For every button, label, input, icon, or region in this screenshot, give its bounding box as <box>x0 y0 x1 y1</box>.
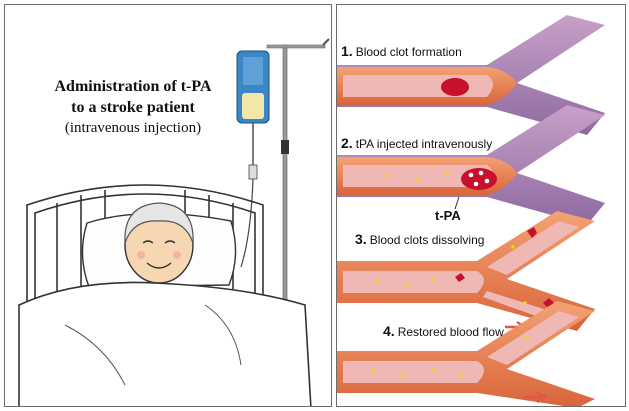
clot-with-tpa <box>461 168 497 190</box>
step-3-label: 3.Blood clots dissolving <box>355 231 484 247</box>
step-text: Blood clots dissolving <box>370 233 485 247</box>
blood-clot <box>441 78 469 96</box>
vessel-stage-2 <box>337 105 605 225</box>
patient-face <box>125 203 193 283</box>
patient-illustration <box>5 5 332 407</box>
caption-subtitle: (intravenous injection) <box>33 119 233 137</box>
blood-vessel-stages-panel: 1.Blood clot formation 2.tPA injected in… <box>336 4 626 407</box>
step-text: Blood clot formation <box>356 45 462 59</box>
step-number: 1. <box>341 43 353 59</box>
blood-vessel-diagram <box>337 5 626 407</box>
step-text: Restored blood flow <box>398 325 504 339</box>
step-4-label: 4.Restored blood flow <box>383 323 504 339</box>
vessel-stage-4 <box>337 301 595 407</box>
step-text: tPA injected intravenously <box>356 137 493 151</box>
blanket <box>19 282 311 407</box>
step-2-label: 2.tPA injected intravenously <box>341 135 492 151</box>
caption-title-line2: to a stroke patient <box>33 98 233 117</box>
patient-illustration-panel: Administration of t-PA to a stroke patie… <box>4 4 332 407</box>
step-number: 2. <box>341 135 353 151</box>
iv-bag-icon <box>237 51 269 267</box>
tpa-label: t-PA <box>435 208 461 223</box>
caption-title-line1: Administration of t-PA <box>33 77 233 96</box>
step-1-label: 1.Blood clot formation <box>341 43 462 59</box>
step-number: 4. <box>383 323 395 339</box>
step-number: 3. <box>355 231 367 247</box>
